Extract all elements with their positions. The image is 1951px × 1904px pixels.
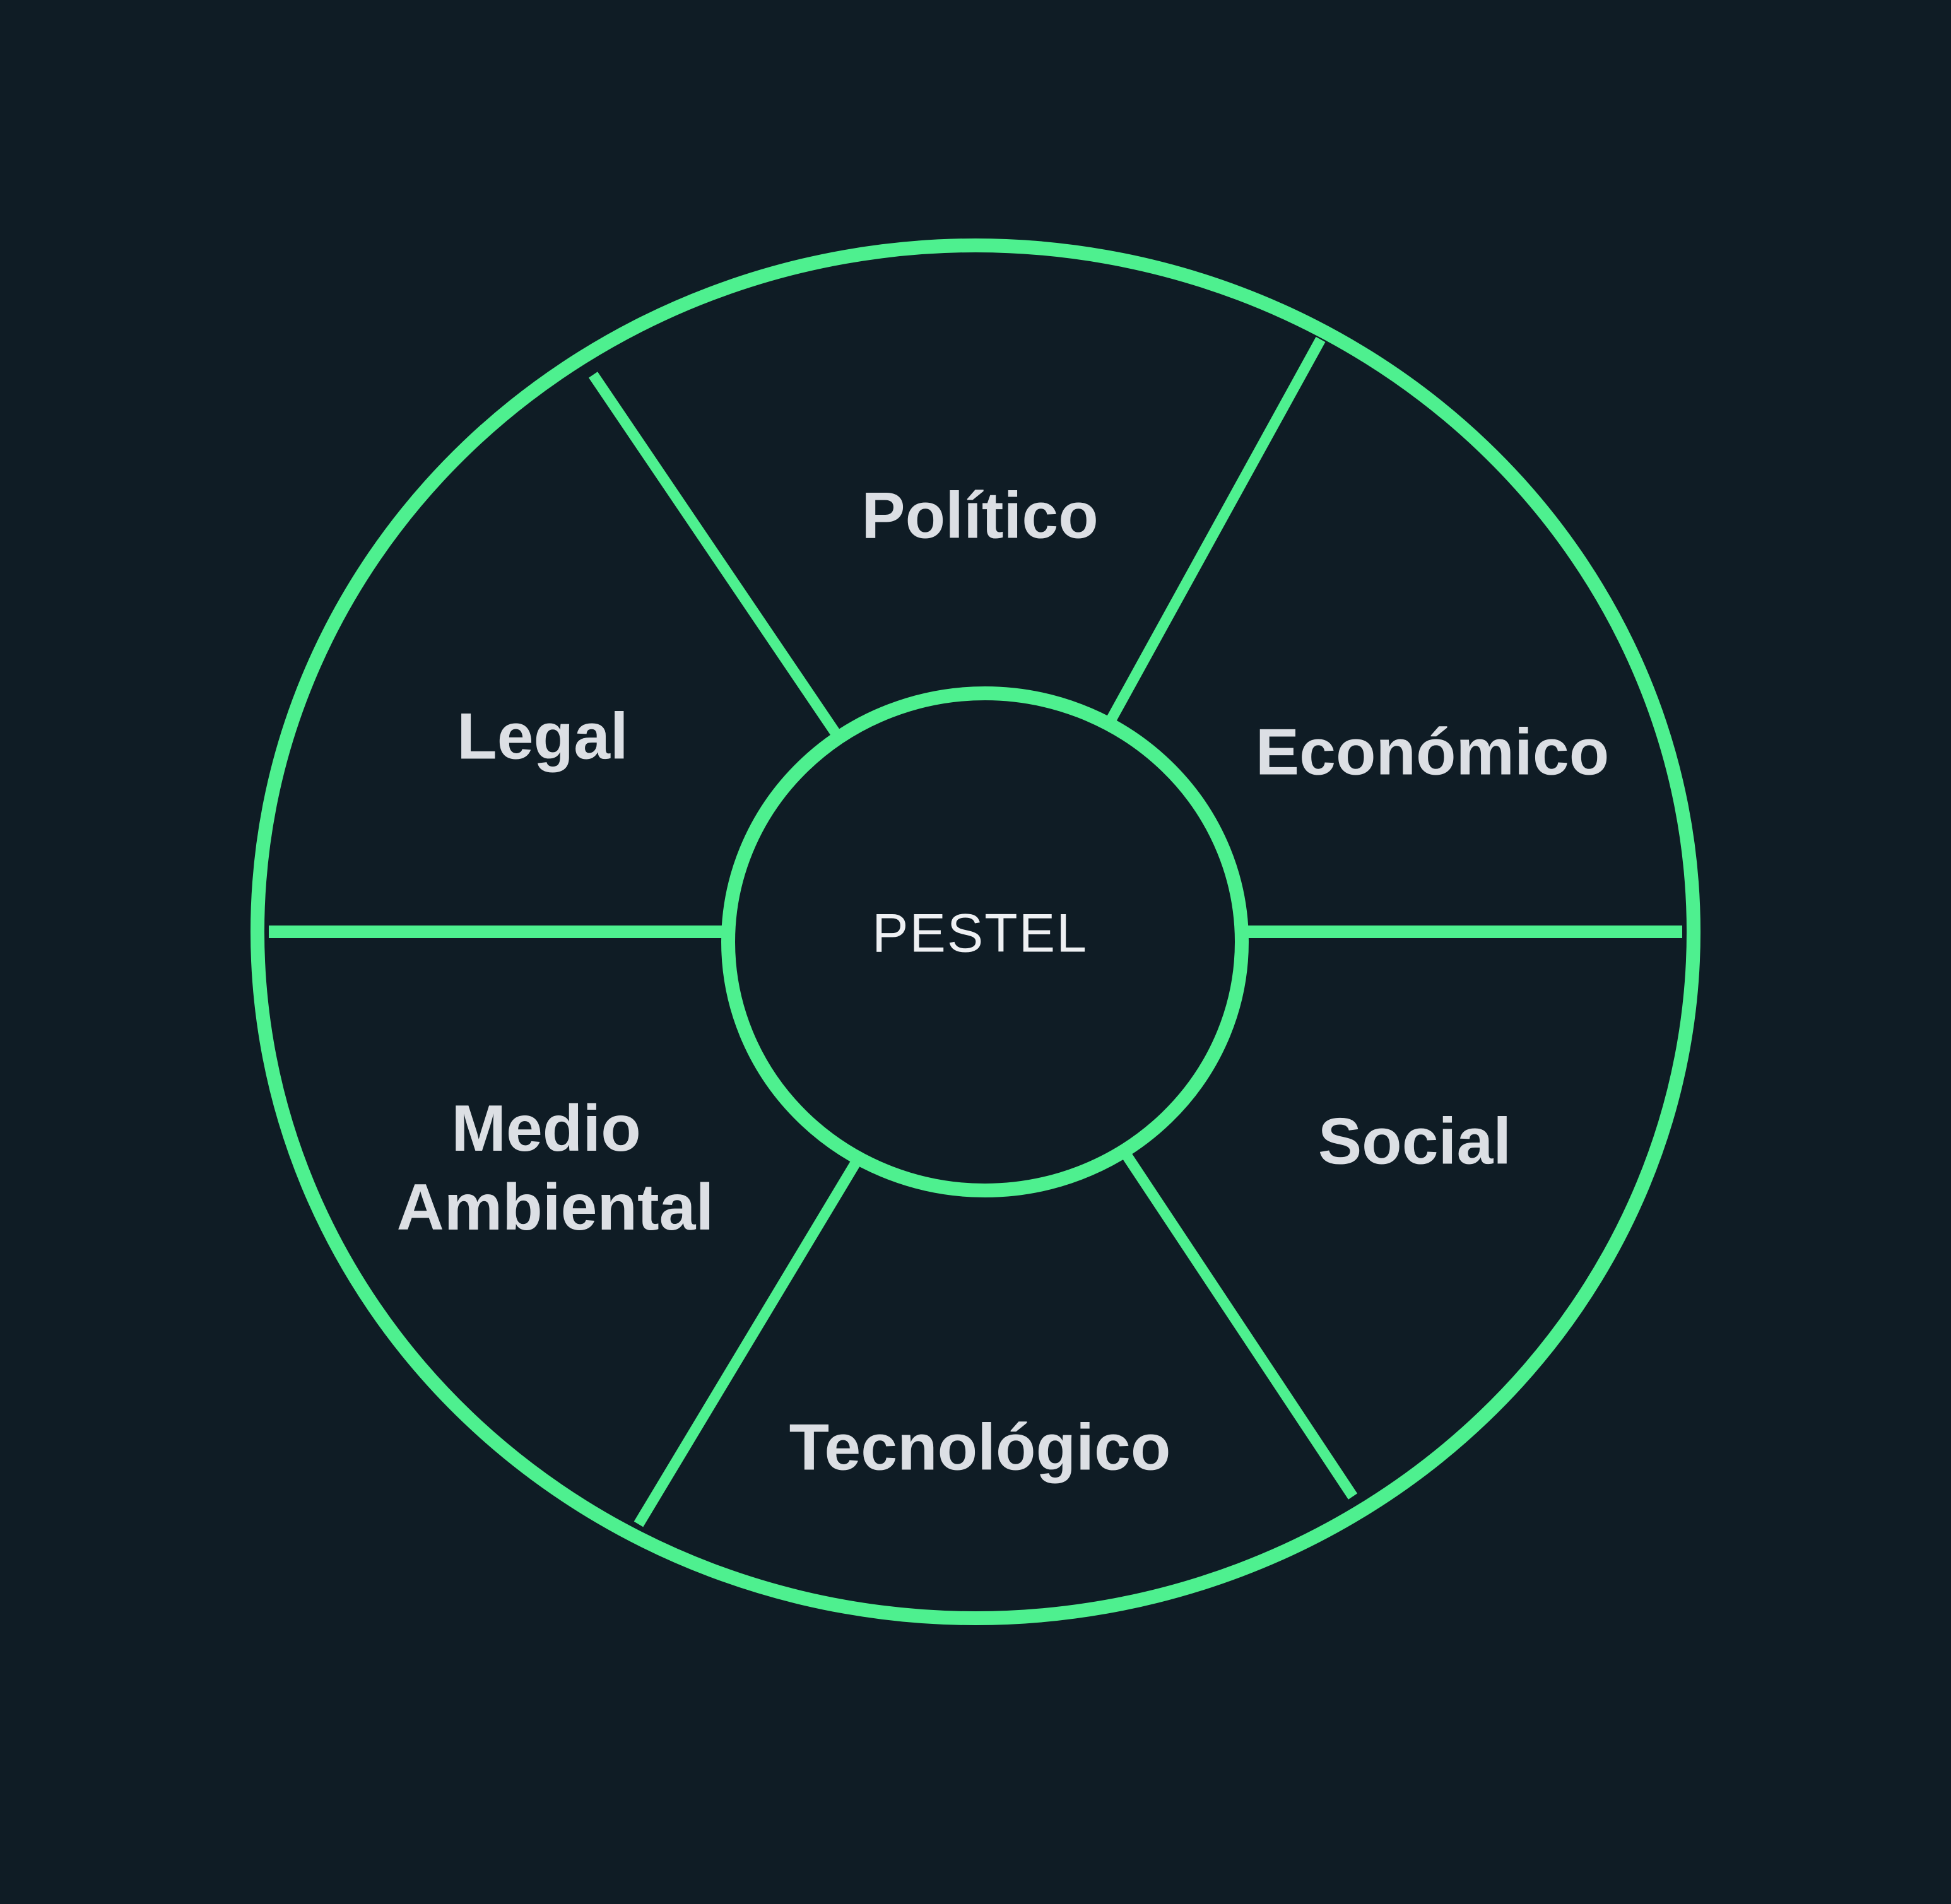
segment-label-legal: Legal [457,700,628,773]
outer-ring [251,238,1700,1625]
divider-tecnologico-medio-ambiental [634,1158,862,1527]
segment-label-medio-ambiental-line-2: Ambiental [397,1171,714,1244]
segment-label-economico: Económico [1256,715,1610,789]
center-label: PESTEL [872,903,1088,964]
divider-legal-politico [588,372,841,737]
divider-politico-economico [1104,336,1326,726]
segment-label-medio-ambiental: Medio Ambiental [397,1092,714,1244]
segment-label-politico: Político [861,479,1099,552]
divider-social-tecnologico [1122,1153,1358,1500]
segment-label-social: Social [1318,1105,1511,1178]
inner-ring [721,686,1249,1197]
segment-label-medio-ambiental-line-1: Medio [451,1092,640,1165]
segment-label-tecnologico: Tecnológico [789,1411,1171,1484]
